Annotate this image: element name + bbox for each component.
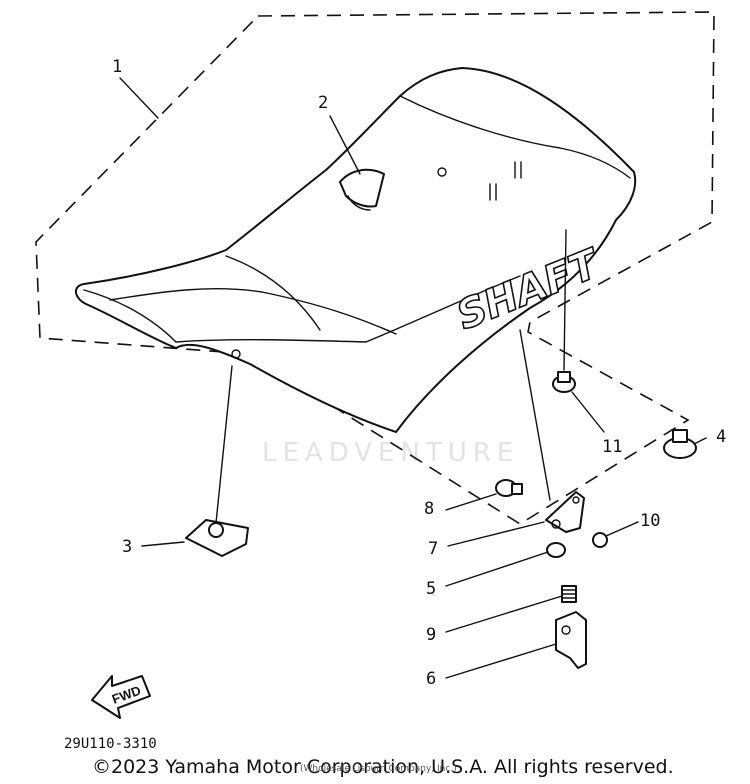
seat-hook-marks [489,161,522,201]
callout-1: 1 [112,57,122,77]
callout-11: 11 [602,437,622,457]
callout-2: 2 [318,93,328,113]
copyright-notice: ©2023 Yamaha Motor Corporation, U.S.A. A… [92,756,674,778]
diagram-code: 29U110-3310 [64,736,157,752]
callout-3: 3 [122,537,132,557]
seat-outline [75,67,637,433]
callout-4: 4 [716,427,726,447]
part-8-bolt [495,479,523,497]
seat-top-seam [225,255,321,331]
callout-7: 7 [428,539,438,559]
part-6-latch [555,611,587,669]
seat-contour [109,287,397,335]
part-11-nut [552,229,576,393]
callout-8: 8 [424,499,434,519]
part-4-damper [663,429,697,459]
watermark-text: LEADVENTURE [262,438,519,468]
callout-9: 9 [426,625,436,645]
callout-5: 5 [426,579,436,599]
latch-guide-line [519,329,551,501]
part-3-bracket [185,365,249,557]
part-9-spring [561,585,577,603]
leader-lines [119,77,707,679]
seat-mount-hole-front [231,349,241,359]
copyright-overlay-text: (Wholesale Lisburn Company, Inc.) [300,764,457,774]
seat-front-lip [83,289,177,343]
part-5-washer [546,542,566,558]
callout-10: 10 [640,511,660,531]
callout-6: 6 [426,669,436,689]
assembly-boundary [35,11,715,525]
seat-mount-hole [437,167,447,177]
seat-rear-ridge [399,95,631,179]
part-7-plate [545,491,585,533]
part-2-strap [339,168,385,211]
part-10-nut [592,532,608,548]
seat-side-seam [175,275,521,343]
seat-assembly: SHAFT [75,67,637,433]
fwd-arrow-icon: FWD [91,675,151,719]
